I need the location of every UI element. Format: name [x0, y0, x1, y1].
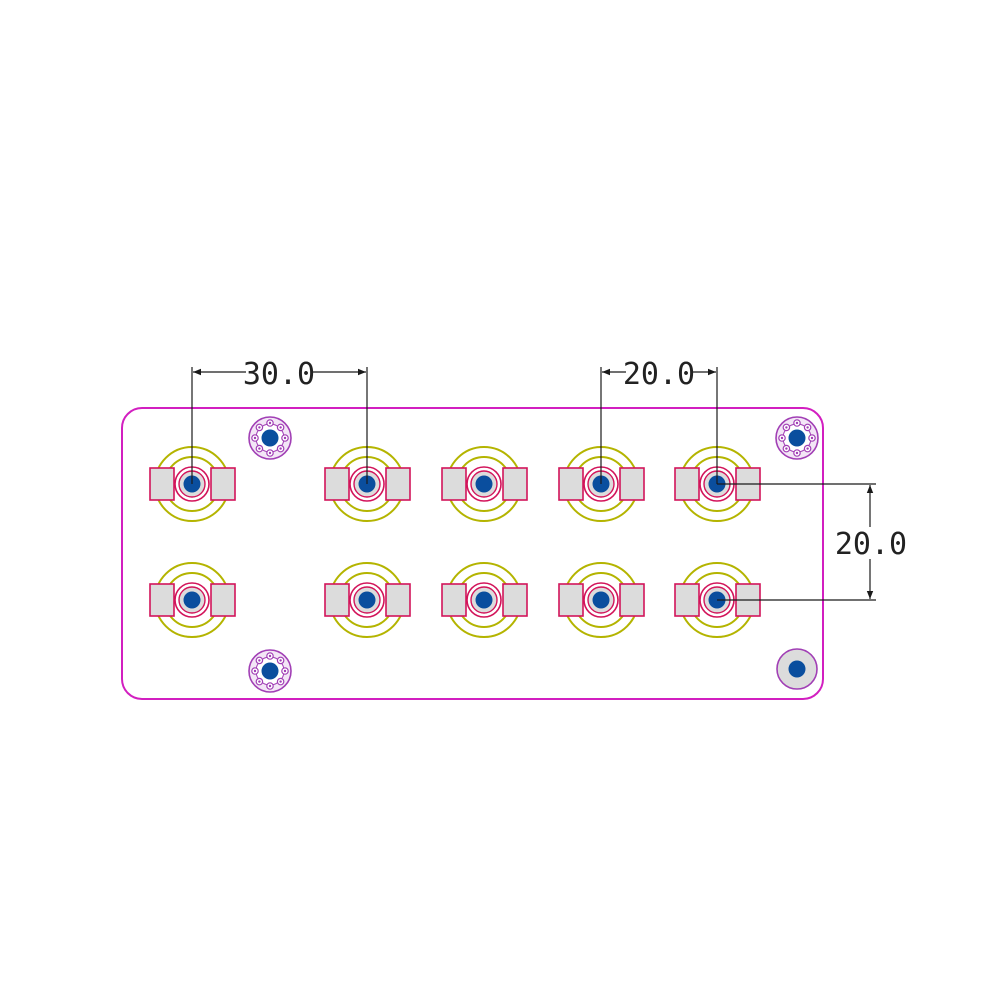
plated-mounting-hole-icon	[775, 416, 819, 460]
dimension-vertical-20: 20.0	[717, 483, 907, 601]
bnc-connector-footprint-icon	[149, 562, 236, 638]
dimension-horizontal-30: 30.0	[191, 357, 368, 484]
mounting-holes	[248, 416, 819, 693]
dimension-label-20-vertical: 20.0	[835, 527, 907, 562]
plated-mounting-hole-icon	[248, 416, 292, 460]
connector-footprints	[149, 446, 761, 638]
dimension-horizontal-20: 20.0	[600, 357, 718, 484]
mounting-hole-icon	[776, 648, 818, 690]
bnc-connector-footprint-icon	[558, 562, 645, 638]
bnc-connector-footprint-icon	[324, 562, 411, 638]
bnc-connector-footprint-icon	[441, 446, 528, 522]
board-outline	[121, 407, 824, 700]
bnc-connector-footprint-icon	[441, 562, 528, 638]
dimension-label-30: 30.0	[243, 357, 315, 392]
dimension-label-20-horizontal: 20.0	[623, 357, 695, 392]
plated-mounting-hole-icon	[248, 649, 292, 693]
